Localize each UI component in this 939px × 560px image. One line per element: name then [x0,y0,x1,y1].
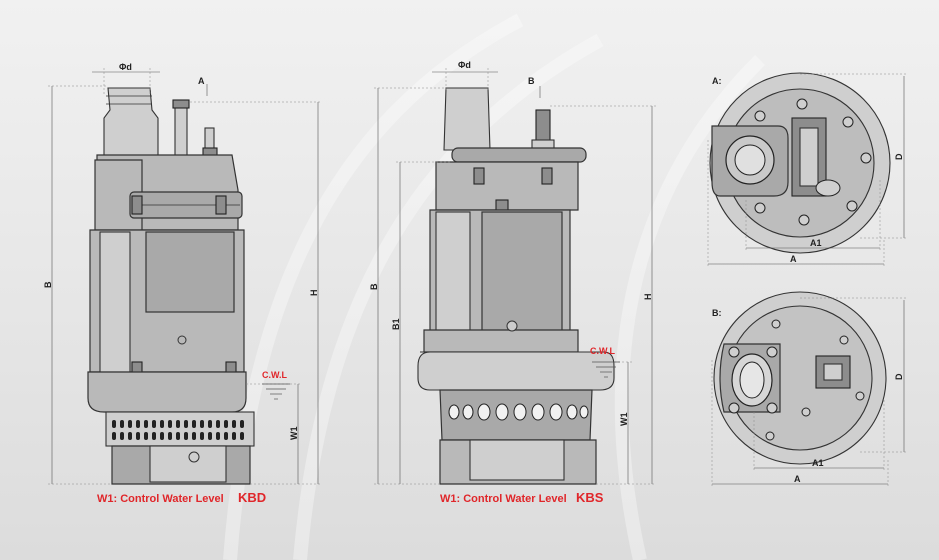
view-a-dim-a1-label: A1 [810,238,822,248]
kbs-dim-b1-label: B1 [391,318,401,330]
view-b-title: B: [712,308,722,318]
kbd-dim-w1-label: W1 [289,427,299,441]
kbd-strainer-holes [112,420,244,440]
kbs-pump-drawing [374,68,656,485]
kbd-caption: W1: Control Water Level [97,493,224,505]
kbd-dim-h-label: H [309,290,319,297]
kbs-cwl-label: C.W.L [590,346,615,356]
view-a-dim-a-label: A [790,254,797,264]
kbs-dim-b-top-label: B [528,76,535,86]
kbs-dim-w1-label: W1 [619,413,629,427]
kbd-dim-b-label: B [43,281,53,288]
kbd-pump-drawing [48,68,322,485]
view-b-dim-d-label: D [894,373,904,380]
kbs-model-label: KBS [576,490,604,505]
kbs-dim-h-label: H [643,294,653,301]
kbd-dim-d-label: Φd [119,62,132,72]
kbs-dim-d-label: Φd [458,60,471,70]
view-a-top-drawing [707,72,908,268]
kbd-model-label: KBD [238,490,266,505]
kbs-strainer-holes [448,403,589,421]
kbd-cwl-label: C.W.L [262,370,287,380]
view-b-dim-a1-label: A1 [812,458,824,468]
view-b-top-drawing [711,291,908,488]
kbd-dim-a-label: A [198,76,205,86]
kbs-caption: W1: Control Water Level [440,493,567,505]
view-a-dim-d-label: D [894,153,904,160]
kbs-dim-b-label: B [369,283,379,290]
view-b-dim-a-label: A [794,474,801,484]
view-a-title: A: [712,76,722,86]
